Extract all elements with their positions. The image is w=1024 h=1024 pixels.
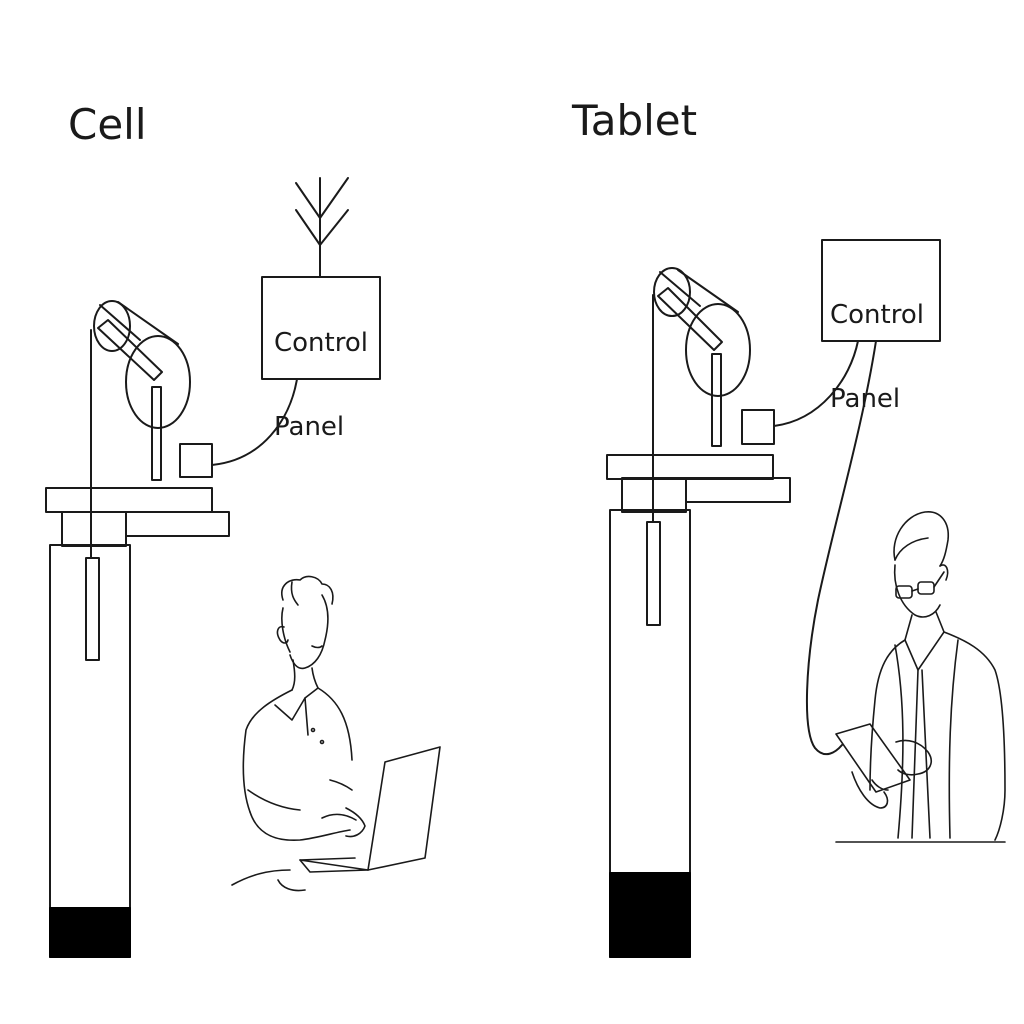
cell-control-panel-line1: Control [274, 328, 368, 358]
tablet-control-panel-box [821, 239, 941, 342]
tablet-downhole-pump [646, 521, 661, 626]
tablet-walking-beam [657, 287, 723, 351]
tablet-well-assembly [606, 267, 791, 958]
cell-walking-beam [97, 319, 163, 381]
cell-pulley-large [125, 335, 191, 429]
tablet-controller-box [741, 409, 775, 445]
tablet-platform-upper [606, 454, 774, 480]
cell-control-panel-line2: Panel [274, 412, 345, 442]
cell-platform-upper [45, 487, 213, 513]
cell-antenna-icon [295, 177, 349, 278]
cell-control-cable [211, 378, 298, 466]
tablet-control-panel-line1: Control [830, 300, 924, 330]
tablet-platform-lower [685, 477, 791, 503]
cell-wellhead-collar [61, 511, 127, 547]
cell-controller-box [179, 443, 213, 478]
cell-well-assembly [45, 300, 230, 958]
tablet-samson-post [711, 353, 722, 447]
cell-platform-lower [125, 511, 230, 537]
cell-well-casing [49, 544, 131, 958]
cell-control-panel-label: Control Panel [274, 280, 384, 490]
tablet-control-cable [773, 340, 859, 427]
tablet-control-panel [773, 239, 941, 756]
tablet-pulley-large [685, 303, 751, 397]
cell-control-panel [211, 177, 381, 466]
cell-title: Cell [68, 100, 147, 149]
tablet-operator-with-tablet [835, 511, 1006, 843]
tablet-pulley-small [653, 267, 691, 317]
cell-operator-with-laptop [231, 575, 441, 892]
tablet-title: Tablet [572, 96, 698, 145]
cell-samson-post [151, 386, 162, 481]
tablet-control-panel-label: Control Panel [830, 252, 940, 462]
cell-pulley-small [93, 300, 131, 352]
cell-downhole-pump [85, 557, 100, 661]
tablet-long-cable [805, 340, 877, 756]
tablet-control-panel-line2: Panel [830, 384, 901, 414]
cell-fluid-level [49, 907, 131, 958]
tablet-fluid-level [609, 872, 691, 958]
